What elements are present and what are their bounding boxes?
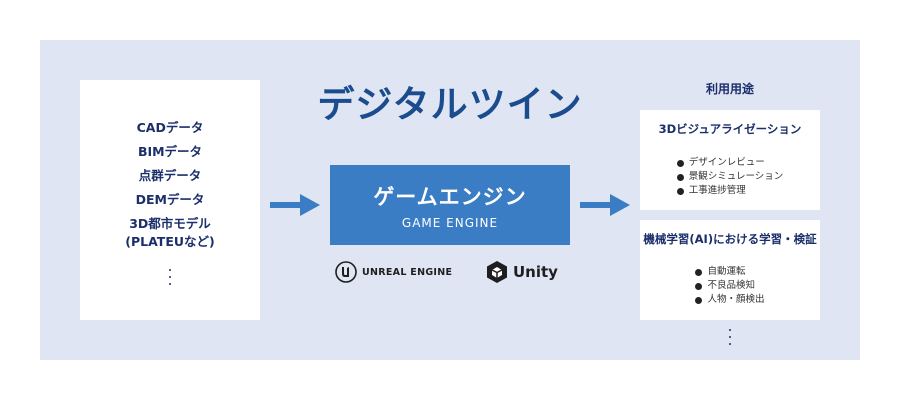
bullet-icon: [676, 173, 684, 181]
bullet-icon: [695, 296, 703, 304]
use-title-machine-learning: 機械学習(AI)における学習・検証: [643, 232, 817, 246]
list-item: 不良品検知: [695, 279, 764, 293]
engine-name: ゲームエンジン: [373, 184, 527, 209]
list-item: 工事進捗管理: [676, 184, 784, 198]
use-box-machine-learning: 機械学習(AI)における学習・検証 自動運転 不良品検知 人物・顔検出: [640, 220, 820, 320]
bullet-icon: [695, 268, 703, 276]
uses-more-ellipsis: [729, 329, 731, 345]
data-sources-box: CADデータ BIMデータ 点群データ DEMデータ 3D都市モデル (PLAT…: [80, 80, 260, 320]
engine-name-en: GAME ENGINE: [401, 215, 499, 230]
arrow-right-icon: [270, 194, 320, 216]
unreal-engine-text: UNREAL ENGINE: [362, 266, 453, 278]
list-item-label: 工事進捗管理: [688, 185, 746, 196]
source-item-pointcloud: 点群データ: [138, 167, 202, 183]
source-item-3d-city-model: 3D都市モデル (PLATEUなど): [125, 215, 214, 251]
list-item-label: 不良品検知: [707, 280, 755, 291]
list-item: 景観シミュレーション: [676, 170, 784, 184]
bullet-icon: [676, 187, 684, 195]
use-title-visualization: 3Dビジュアライゼーション: [658, 122, 802, 136]
bullet-icon: [695, 282, 703, 290]
bullet-icon: [676, 159, 684, 167]
uses-header: 利用用途: [705, 82, 754, 96]
list-item-label: 自動運転: [707, 266, 746, 277]
source-item-cad: CADデータ: [136, 119, 204, 135]
list-item: 人物・顔検出: [695, 293, 765, 307]
unity-cube-icon: [487, 261, 507, 283]
use-box-visualization: 3Dビジュアライゼーション デザインレビュー 景観シミュレーション 工事進捗管理: [640, 110, 820, 210]
list-item-label: 景観シミュレーション: [688, 171, 784, 182]
unreal-engine-icon: [335, 261, 357, 283]
unity-logo: Unity: [486, 260, 558, 284]
diagram-title: デジタルツイン: [317, 83, 583, 126]
list-item-label: 人物・顔検出: [707, 294, 765, 305]
source-item-dem: DEMデータ: [135, 191, 205, 207]
game-engine-box: ゲームエンジン GAME ENGINE: [330, 165, 570, 245]
unreal-engine-logo: UNREAL ENGINE: [335, 261, 452, 283]
sources-more-ellipsis: [169, 268, 171, 285]
source-item-3d-city-model-line2: (PLATEUなど): [125, 233, 215, 249]
arrow-right-icon: [580, 194, 630, 216]
list-item: 自動運転: [695, 265, 764, 279]
source-item-bim: BIMデータ: [137, 143, 203, 159]
list-item-label: デザインレビュー: [688, 157, 765, 168]
list-item: デザインレビュー: [676, 156, 784, 170]
source-item-3d-city-model-line1: 3D都市モデル: [129, 215, 211, 231]
unity-text: Unity: [513, 263, 558, 281]
